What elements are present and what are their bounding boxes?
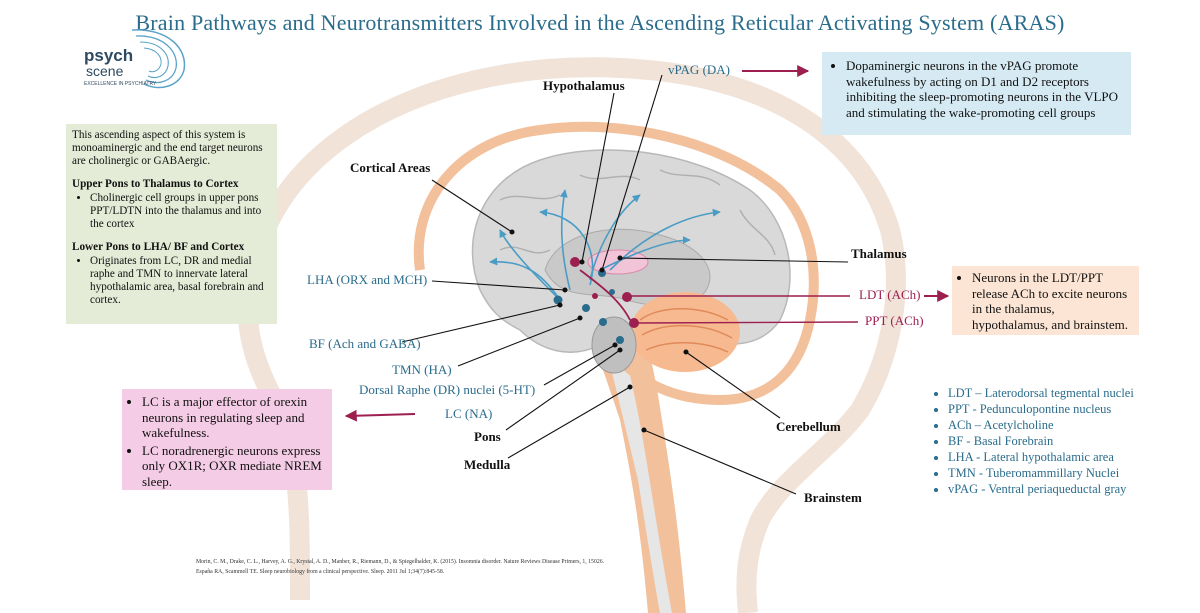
reference-1: Morin, C. M., Drake, C. L., Harvey, A. G… — [196, 559, 605, 565]
label-thalamus: Thalamus — [851, 246, 907, 261]
ldt-ppt-note: Neurons in the LDT/PPT release ACh to ex… — [972, 270, 1133, 332]
label-ppt: PPT (ACh) — [865, 313, 924, 328]
ascending-pathways — [489, 189, 721, 301]
label-medulla: Medulla — [464, 457, 511, 472]
summary-heading-lower-pons: Lower Pons to LHA/ BF and Cortex — [72, 241, 245, 253]
reference-2: España RA, Scammell TE. Sleep neurobiolo… — [196, 569, 445, 575]
summary-bullet-upper-pons: Cholinergic cell groups in upper pons PP… — [90, 192, 271, 231]
legend-item: PPT - Pedunculopontine nucleus — [948, 401, 1160, 417]
label-tmn: TMN (HA) — [392, 362, 452, 377]
lc-note-box: LC is a major effector of orexin neurons… — [122, 389, 332, 490]
label-vpag: vPAG (DA) — [668, 62, 730, 77]
lc-note-1: LC is a major effector of orexin neurons… — [142, 394, 326, 441]
label-bf: BF (Ach and GABA) — [309, 336, 421, 351]
vpag-note: Dopaminergic neurons in the vPAG promote… — [846, 58, 1123, 120]
psych-scene-logo: psych scene EXCELLENCE IN PSYCHIATRY — [62, 26, 192, 90]
diagram-title: Brain Pathways and Neurotransmitters Inv… — [135, 10, 1065, 35]
label-lha: LHA (ORX and MCH) — [307, 272, 428, 287]
label-hypothalamus: Hypothalamus — [543, 78, 625, 93]
logo-word-psych: psych — [84, 46, 134, 65]
lc-note-2: LC noradrenergic neurons express only OX… — [142, 443, 326, 490]
summary-intro: This ascending aspect of this system is … — [72, 129, 263, 167]
label-pons: Pons — [474, 429, 501, 444]
legend-item: vPAG - Ventral periaqueductal gray — [948, 481, 1160, 497]
label-lc: LC (NA) — [445, 406, 493, 421]
nuclei-markers — [553, 257, 639, 344]
aras-summary-box: This ascending aspect of this system is … — [66, 124, 277, 324]
abbreviation-legend: LDT – Laterodorsal tegmental nuclei PPT … — [930, 385, 1160, 497]
legend-item: TMN - Tuberomammillary Nuclei — [948, 465, 1160, 481]
label-dorsal-raphe: Dorsal Raphe (DR) nuclei (5-HT) — [359, 382, 536, 397]
references: Morin, C. M., Drake, C. L., Harvey, A. G… — [196, 557, 876, 577]
callout-arrows — [344, 65, 950, 422]
summary-heading-upper-pons: Upper Pons to Thalamus to Cortex — [72, 178, 239, 190]
leader-lines — [401, 74, 849, 495]
legend-item: LDT – Laterodorsal tegmental nuclei — [948, 385, 1160, 401]
ldt-ppt-note-box: Neurons in the LDT/PPT release ACh to ex… — [952, 266, 1139, 335]
legend-item: ACh – Acetylcholine — [948, 417, 1160, 433]
summary-bullet-lower-pons: Originates from LC, DR and medial raphe … — [90, 255, 271, 307]
legend-item: BF - Basal Forebrain — [948, 433, 1160, 449]
label-brainstem: Brainstem — [804, 490, 862, 505]
label-cortical-areas: Cortical Areas — [350, 160, 431, 175]
logo-tagline: EXCELLENCE IN PSYCHIATRY — [84, 81, 157, 87]
logo-swirl-icon — [131, 29, 186, 89]
logo-word-scene: scene — [86, 63, 124, 79]
label-cerebellum: Cerebellum — [776, 419, 841, 434]
head-outline — [237, 57, 906, 613]
label-ldt: LDT (ACh) — [859, 287, 921, 302]
legend-item: LHA - Lateral hypothalamic area — [948, 449, 1160, 465]
vpag-note-box: Dopaminergic neurons in the vPAG promote… — [822, 52, 1131, 135]
